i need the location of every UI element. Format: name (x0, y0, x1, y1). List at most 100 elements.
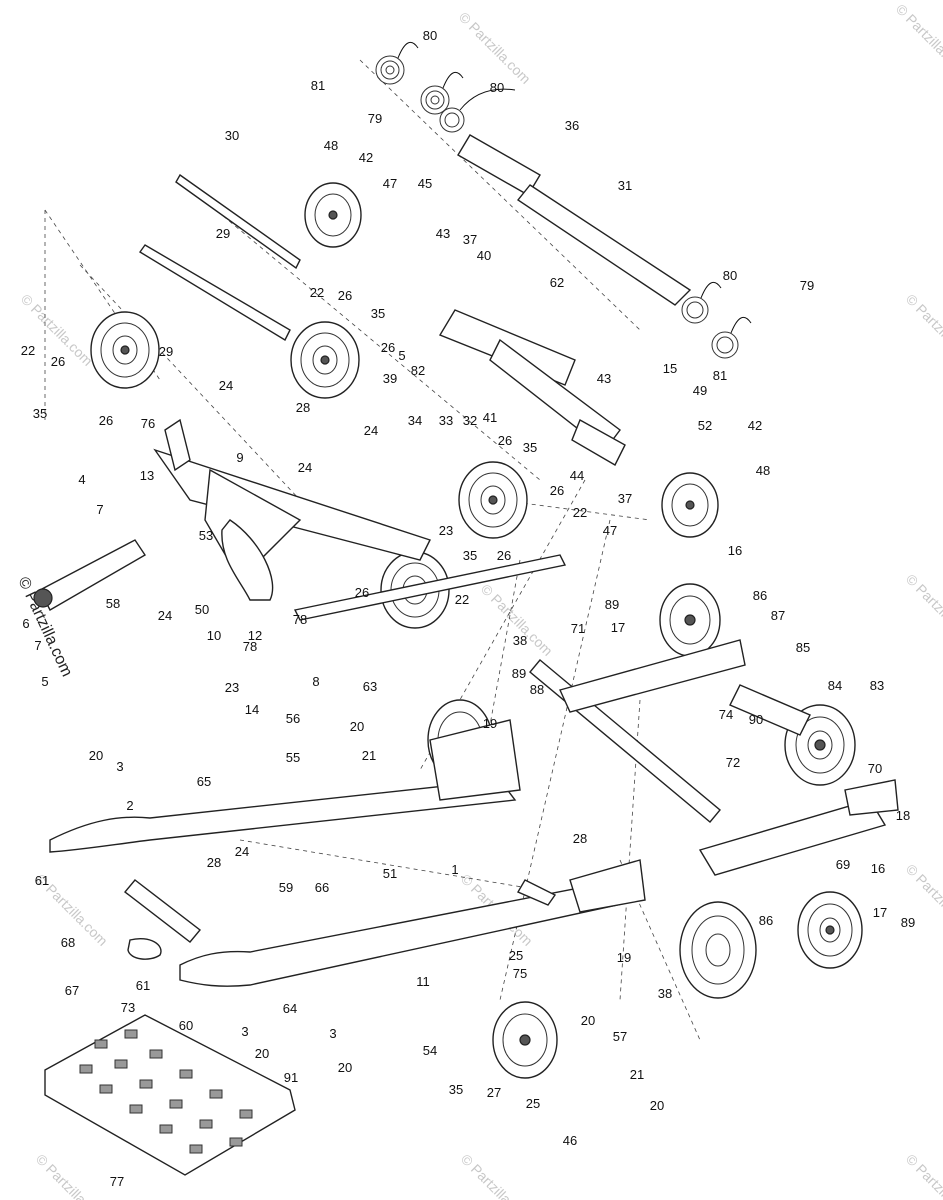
callout-label: 30 (225, 128, 239, 143)
callout-label: 76 (141, 416, 155, 431)
callout-label: 69 (836, 857, 850, 872)
callout-label: 20 (350, 719, 364, 734)
callout-label: 6 (22, 616, 29, 631)
callout-label: 39 (383, 371, 397, 386)
callout-label: 65 (197, 774, 211, 789)
callout-label: 14 (245, 702, 259, 717)
idler-wheel (661, 472, 719, 538)
callout-label: 37 (618, 491, 632, 506)
watermark-text: © Partzilla.com (33, 1151, 111, 1200)
callout-label: 80 (723, 268, 737, 283)
callout-label: 91 (284, 1070, 298, 1085)
callout-label: 89 (605, 597, 619, 612)
callout-label: 35 (523, 440, 537, 455)
callout-label: 36 (565, 118, 579, 133)
callout-label: 89 (512, 666, 526, 681)
callout-label: 17 (873, 905, 887, 920)
callout-label: 24 (235, 844, 249, 859)
callout-label: 29 (159, 344, 173, 359)
callout-label: 49 (693, 383, 707, 398)
callout-label: 4 (78, 472, 85, 487)
callout-label: 57 (613, 1029, 627, 1044)
callout-label: 81 (713, 368, 727, 383)
callout-label: 23 (225, 680, 239, 695)
callout-label: 25 (509, 948, 523, 963)
callout-label: 83 (870, 678, 884, 693)
callout-label: 62 (550, 275, 564, 290)
callout-label: 48 (756, 463, 770, 478)
callout-label: 26 (381, 340, 395, 355)
callout-label: 26 (355, 585, 369, 600)
callout-label: 5 (41, 674, 48, 689)
callout-label: 44 (570, 468, 584, 483)
callout-label: 41 (483, 410, 497, 425)
parts (33, 41, 899, 1176)
callout-label: 16 (871, 861, 885, 876)
callout-label: 2 (126, 798, 133, 813)
callout-label: 70 (868, 761, 882, 776)
callout-label: 61 (136, 978, 150, 993)
callout-label: 37 (463, 232, 477, 247)
watermark-text: © Partzilla.com (458, 1151, 536, 1200)
callout-label: 86 (759, 913, 773, 928)
callout-label: 85 (796, 640, 810, 655)
callout-label: 16 (728, 543, 742, 558)
callout-label: 35 (371, 306, 385, 321)
idler-wheel (659, 583, 721, 657)
watermark-text: © Partzilla.com (893, 1, 943, 79)
callout-label: 1 (451, 862, 458, 877)
cleat-pattern (79, 1029, 253, 1154)
callout-label: 84 (828, 678, 842, 693)
callout-label: 8 (312, 674, 319, 689)
callout-label: 22 (573, 505, 587, 520)
callout-label: 47 (383, 176, 397, 191)
callout-label: 74 (719, 707, 733, 722)
callout-label: 53 (199, 528, 213, 543)
callout-label: 48 (324, 138, 338, 153)
callout-label: 28 (207, 855, 221, 870)
callout-label: 24 (158, 608, 172, 623)
callout-label: 51 (383, 866, 397, 881)
idler-wheel (304, 182, 362, 248)
callout-label: 52 (698, 418, 712, 433)
callout-label: 22 (455, 592, 469, 607)
callout-label: 3 (116, 759, 123, 774)
callout-label: 66 (315, 880, 329, 895)
callout-label: 33 (439, 413, 453, 428)
idler-wheel (90, 311, 160, 389)
callout-label: 11 (416, 974, 430, 989)
callout-label: 40 (477, 248, 491, 263)
callout-label: 72 (726, 755, 740, 770)
torsion-spring (420, 71, 464, 115)
callout-label: 24 (219, 378, 233, 393)
watermark-text: © Partzilla.com (903, 571, 943, 649)
callout-label: 22 (21, 343, 35, 358)
callout-label: 79 (368, 111, 382, 126)
callout-label: 77 (110, 1174, 124, 1189)
callout-label: 27 (487, 1085, 501, 1100)
callout-label: 45 (418, 176, 432, 191)
callout-label: 60 (179, 1018, 193, 1033)
callout-label: 63 (363, 679, 377, 694)
torsion-spring (439, 88, 516, 133)
callout-label: 3 (241, 1024, 248, 1039)
callout-label: 35 (463, 548, 477, 563)
watermark-text: © Partzilla.com (903, 1151, 943, 1200)
callout-label: 20 (255, 1046, 269, 1061)
callout-label: 68 (61, 935, 75, 950)
torsion-spring (711, 316, 752, 359)
callout-label: 50 (195, 602, 209, 617)
callout-label: 59 (279, 880, 293, 895)
callout-label: 9 (236, 450, 243, 465)
callout-label: 28 (296, 400, 310, 415)
idler-wheel (492, 1001, 558, 1079)
callout-label: 20 (650, 1098, 664, 1113)
callout-label: 20 (581, 1013, 595, 1028)
callout-label: 32 (463, 413, 477, 428)
callout-label: 34 (408, 413, 422, 428)
watermark-text: © Partzilla.com (903, 291, 943, 369)
torsion-spring (681, 281, 722, 324)
callout-label: 13 (140, 468, 154, 483)
